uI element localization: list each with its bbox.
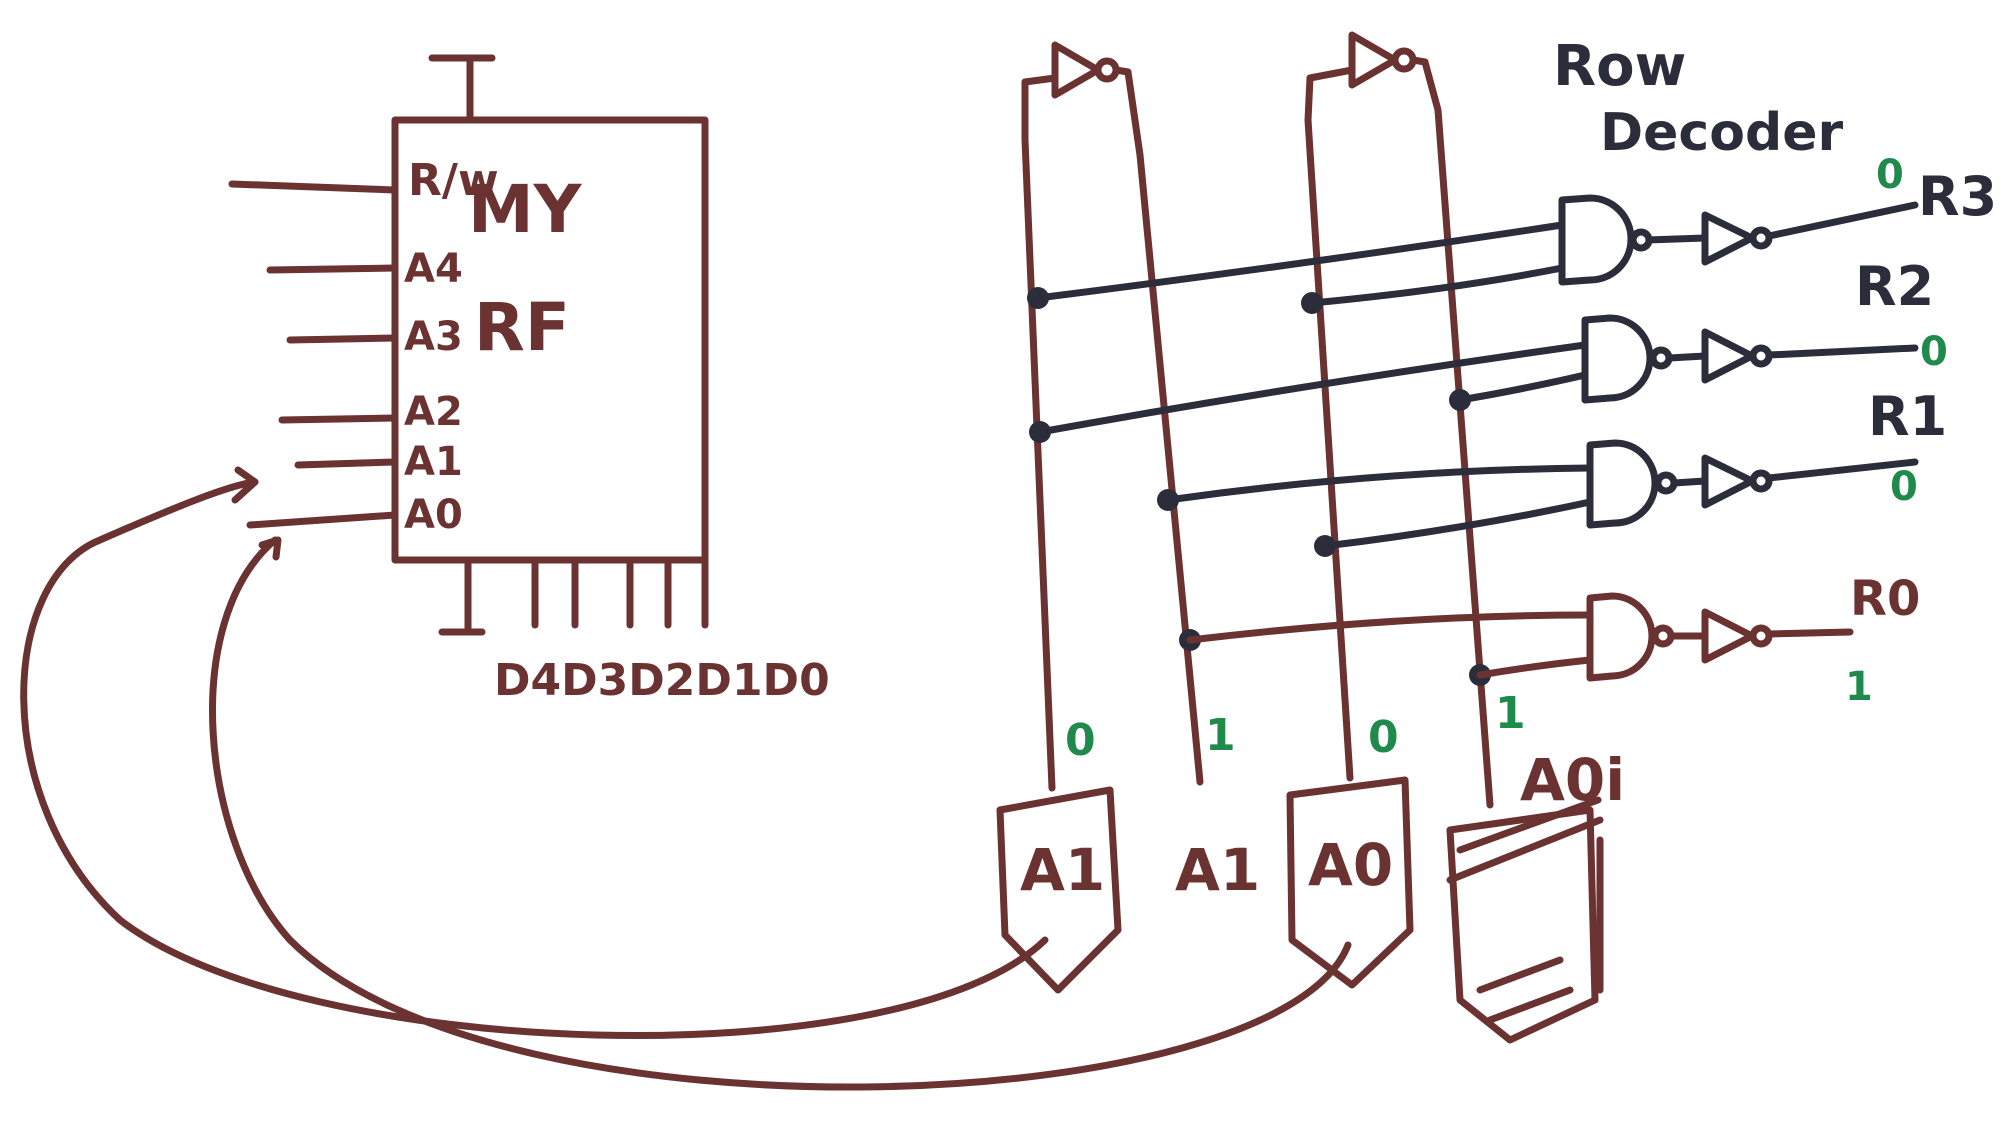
r3-input-a <box>1034 221 1566 302</box>
output-value-r2: 0 <box>1920 329 1948 375</box>
feedback-wire-a1 <box>20 478 1049 1039</box>
inverter-a0-in <box>1306 66 1356 82</box>
r2-buffer <box>1701 328 1756 384</box>
feedback-wires <box>20 466 1352 1091</box>
a1-pin-wire <box>294 458 399 469</box>
output-label-r1: R1 <box>1868 385 1947 448</box>
r1-input-b <box>1321 498 1594 550</box>
a4-pin-wire <box>266 264 399 274</box>
decoder-title-line2: Decoder <box>1600 103 1843 163</box>
column-value-a0: 0 <box>1368 712 1399 763</box>
pin-label-a3: A3 <box>404 314 463 360</box>
inverter-a0 <box>1348 31 1399 89</box>
rw-pin-wire <box>228 180 399 194</box>
decoder-labels: Row Decoder R3 0 R2 0 R1 0 R0 1 0 1 0 1 … <box>1020 34 1997 904</box>
r1-and-gate <box>1586 439 1659 529</box>
memory-labels: R/w MY RF A4 A3 A2 A1 A0 D4D3D2D1D0 <box>404 155 830 706</box>
r2-input-b <box>1456 371 1589 404</box>
r0-output-line <box>1765 628 1854 638</box>
output-label-r0: R0 <box>1850 571 1920 627</box>
r1-input-a <box>1164 464 1594 504</box>
feedback-wire-a0 <box>209 536 1352 1091</box>
input-label-a1-bar: A1 <box>1175 836 1260 904</box>
r1-output-line <box>1765 458 1919 482</box>
r1-link <box>1670 477 1709 487</box>
output-value-r0: 1 <box>1845 664 1873 710</box>
r3-input-b <box>1308 264 1566 307</box>
memory-name-line2: RF <box>474 289 570 366</box>
column-a0-bar <box>1421 58 1494 809</box>
output-label-r2: R2 <box>1855 255 1934 318</box>
pin-label-a2: A2 <box>404 389 463 435</box>
memory-name-line1: MY <box>468 171 583 248</box>
memory-block <box>228 54 709 636</box>
a0-pin-wire <box>246 511 399 529</box>
column-a1 <box>1021 78 1056 792</box>
r3-output-line <box>1765 201 1919 240</box>
gate-row-r3 <box>1034 194 1919 307</box>
input-buffer-a1 <box>996 786 1122 994</box>
r2-link <box>1665 352 1709 362</box>
r3-and-gate <box>1558 194 1635 286</box>
r3-buffer <box>1701 211 1756 266</box>
input-label-a1: A1 <box>1020 836 1105 904</box>
gate-row-r0 <box>1186 592 1854 682</box>
gate-row-r2 <box>1036 314 1919 436</box>
output-value-r1: 0 <box>1890 464 1918 510</box>
feedback-arrow-a1 <box>231 466 259 504</box>
inverter-a1-in <box>1021 74 1059 86</box>
r0-input-a <box>1186 611 1594 644</box>
r1-buffer <box>1701 454 1756 509</box>
column-a1-bar <box>1124 68 1204 786</box>
rw-pin-label: R/w <box>408 155 499 206</box>
column-value-a1-bar: 1 <box>1205 710 1236 761</box>
r2-input-a <box>1036 341 1589 436</box>
a2-pin-wire <box>278 414 399 424</box>
feedback-arrow-a0 <box>258 536 282 561</box>
address-columns <box>1021 31 1494 809</box>
output-value-r3: 0 <box>1876 152 1904 198</box>
a3-pin-wire <box>286 334 399 344</box>
r3-link <box>1645 234 1709 244</box>
gate-row-r1 <box>1164 439 1919 550</box>
r0-and-gate <box>1586 592 1656 682</box>
pin-label-a0: A0 <box>404 492 463 538</box>
r1-buffer-bubble <box>1749 469 1773 493</box>
decoder-title-line1: Row <box>1553 34 1686 99</box>
r0-buffer <box>1701 608 1756 664</box>
r2-output-line <box>1765 344 1919 359</box>
r0-input-b <box>1476 656 1594 679</box>
r2-and-gate <box>1581 314 1654 404</box>
column-a0 <box>1304 74 1354 782</box>
pin-label-a4: A4 <box>404 246 463 292</box>
input-label-a0i: A0i <box>1520 746 1625 814</box>
input-label-a0: A0 <box>1308 831 1393 899</box>
output-label-r3: R3 <box>1918 165 1997 228</box>
input-buffer-a0 <box>1286 776 1414 989</box>
inverter-a1 <box>1051 41 1102 99</box>
pin-label-a1: A1 <box>404 439 463 485</box>
buffer-a0i-scribble <box>1446 796 1604 884</box>
column-value-a0-bar: 1 <box>1495 688 1526 739</box>
data-bus-label: D4D3D2D1D0 <box>494 655 830 706</box>
column-value-a1: 0 <box>1065 715 1096 766</box>
input-buffers <box>996 776 1604 1044</box>
buffer-a0i-scribble-2 <box>1476 956 1574 1024</box>
